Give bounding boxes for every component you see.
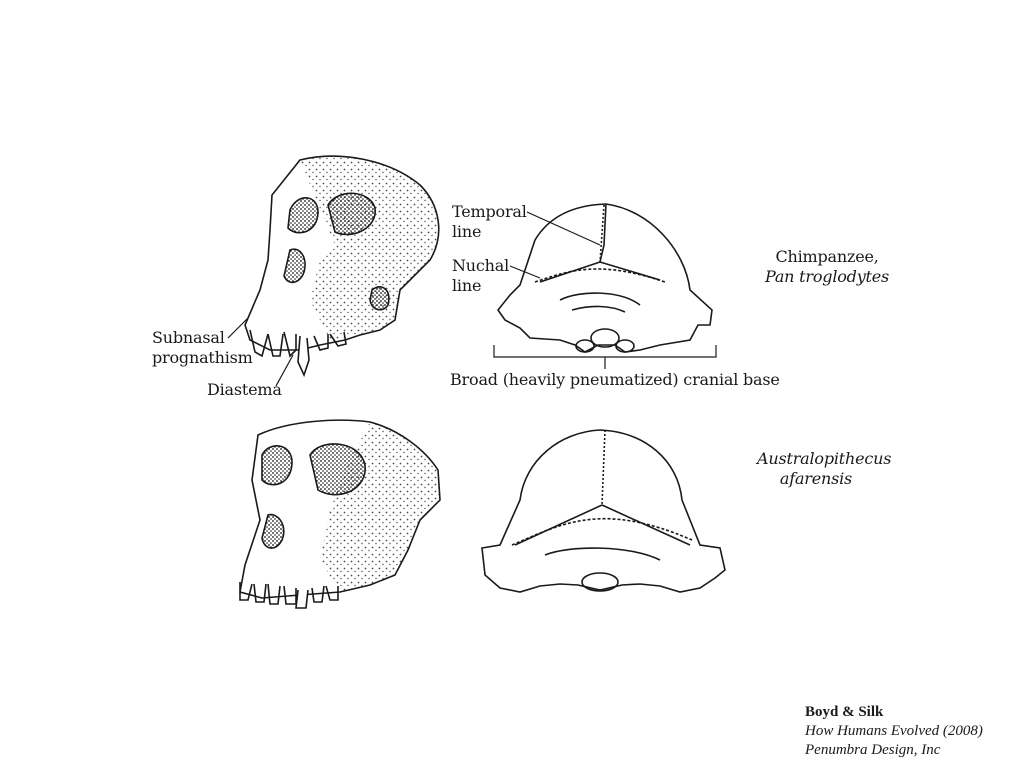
leader-lines: [227, 211, 717, 387]
source-credit: Boyd & Silk How Humans Evolved (2008) Pe…: [805, 703, 983, 760]
chimp-skull-front: [244, 155, 440, 378]
credit-authors: Boyd & Silk: [805, 704, 884, 720]
chimp-cranium-rear: [497, 203, 713, 353]
diastema-label: Diastema: [207, 380, 282, 399]
chimpanzee-label: Chimpanzee, Pan troglodytes: [765, 247, 890, 286]
afarensis-skull-front: [239, 419, 441, 609]
cranial-base-label: Broad (heavily pneumatized) cranial base: [450, 370, 780, 389]
credit-book: How Humans Evolved (2008): [805, 723, 983, 739]
afarensis-cranium-rear: [481, 429, 726, 593]
credit-publisher: Penumbra Design, Inc: [805, 742, 941, 758]
